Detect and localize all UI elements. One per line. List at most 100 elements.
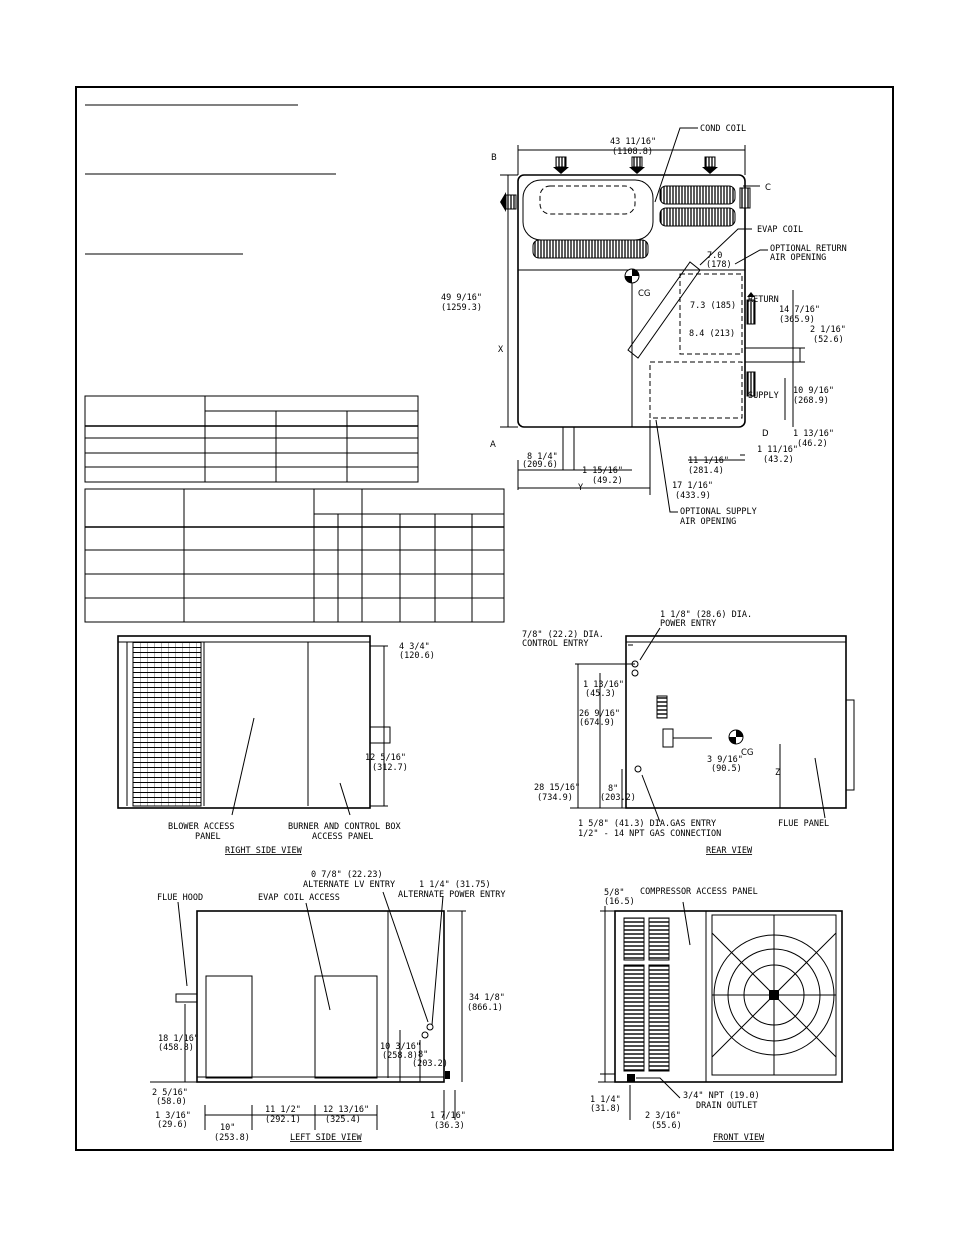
- svg-text:10 9/16": 10 9/16": [793, 386, 834, 396]
- svg-text:49 9/16": 49 9/16": [441, 293, 482, 303]
- svg-text:8.4 (213): 8.4 (213): [689, 329, 735, 339]
- svg-text:8 1/4": 8 1/4": [527, 452, 558, 462]
- front-labels: 5/8" (16.5) COMPRESSOR ACCESS PANEL 1 1/…: [590, 887, 765, 1143]
- left-side-view: [150, 891, 466, 1130]
- svg-text:(43.2): (43.2): [763, 455, 794, 465]
- svg-text:(31.8): (31.8): [590, 1104, 621, 1114]
- rear-labels: 1 1/8" (28.6) DIA. POWER ENTRY 7/8" (22.…: [522, 610, 829, 856]
- svg-text:12 5/16": 12 5/16": [365, 753, 406, 763]
- svg-text:(1108.8): (1108.8): [612, 147, 653, 157]
- svg-text:1 3/16": 1 3/16": [155, 1111, 191, 1121]
- svg-text:OPTIONAL SUPPLY: OPTIONAL SUPPLY: [680, 507, 757, 517]
- svg-text:ACCESS PANEL: ACCESS PANEL: [312, 832, 373, 842]
- svg-text:1 7/16": 1 7/16": [430, 1111, 466, 1121]
- svg-text:(734.9): (734.9): [537, 793, 573, 803]
- svg-text:10 3/16": 10 3/16": [380, 1042, 421, 1052]
- svg-text:AIR OPENING: AIR OPENING: [680, 517, 736, 527]
- svg-text:11 1/16": 11 1/16": [688, 456, 729, 466]
- svg-text:(866.1): (866.1): [467, 1003, 503, 1013]
- svg-text:14 7/16": 14 7/16": [779, 305, 820, 315]
- svg-text:C: C: [765, 183, 771, 193]
- svg-text:0 7/8" (22.23): 0 7/8" (22.23): [311, 870, 383, 880]
- svg-text:(312.7): (312.7): [372, 763, 408, 773]
- svg-text:POWER ENTRY: POWER ENTRY: [660, 619, 716, 629]
- cg-symbol: [624, 268, 640, 284]
- svg-text:17 1/16": 17 1/16": [672, 481, 713, 491]
- svg-text:8": 8": [418, 1050, 428, 1060]
- svg-text:18 1/16": 18 1/16": [158, 1034, 199, 1044]
- svg-text:1 15/16": 1 15/16": [582, 466, 623, 476]
- svg-text:EVAP COIL ACCESS: EVAP COIL ACCESS: [258, 893, 340, 903]
- svg-text:(55.6): (55.6): [651, 1121, 682, 1131]
- svg-text:Z: Z: [775, 768, 780, 778]
- svg-text:1 13/16": 1 13/16": [793, 429, 834, 439]
- svg-text:2 5/16": 2 5/16": [152, 1088, 188, 1098]
- svg-text:1 1/4" (31.75): 1 1/4" (31.75): [419, 880, 491, 890]
- svg-text:(58.0): (58.0): [156, 1097, 187, 1107]
- cg-table: [84, 488, 505, 623]
- svg-text:RETURN: RETURN: [748, 295, 779, 305]
- svg-text:Y: Y: [578, 483, 583, 493]
- svg-text:D: D: [762, 429, 769, 439]
- svg-text:(258.8): (258.8): [382, 1051, 418, 1061]
- svg-text:FLUE PANEL: FLUE PANEL: [778, 819, 829, 829]
- top-view-labels: 43 11/16" (1108.8) COND COIL B C EVAP CO…: [441, 124, 847, 527]
- svg-text:(46.2): (46.2): [797, 439, 828, 449]
- svg-text:(120.6): (120.6): [399, 651, 435, 661]
- svg-text:AIR OPENING: AIR OPENING: [770, 253, 826, 263]
- svg-text:BURNER AND CONTROL BOX: BURNER AND CONTROL BOX: [288, 822, 401, 832]
- svg-text:26 9/16": 26 9/16": [579, 709, 620, 719]
- svg-text:1 1/4": 1 1/4": [590, 1095, 621, 1105]
- svg-text:A: A: [490, 440, 496, 450]
- svg-text:8": 8": [608, 784, 618, 794]
- spec-area: [84, 104, 505, 623]
- svg-text:(268.9): (268.9): [793, 396, 829, 406]
- svg-text:1 13/16": 1 13/16": [583, 680, 624, 690]
- svg-text:(674.9): (674.9): [579, 718, 615, 728]
- drawing-frame: [75, 86, 894, 1151]
- svg-text:1 1/8" (28.6) DIA.: 1 1/8" (28.6) DIA.: [660, 610, 752, 620]
- svg-text:BLOWER ACCESS: BLOWER ACCESS: [168, 822, 235, 832]
- svg-text:(36.3): (36.3): [434, 1121, 465, 1131]
- svg-text:X: X: [498, 345, 504, 355]
- svg-text:RIGHT SIDE VIEW: RIGHT SIDE VIEW: [225, 846, 303, 856]
- weights-table: [84, 395, 419, 483]
- svg-text:(16.5): (16.5): [604, 897, 635, 907]
- svg-text:34 1/8": 34 1/8": [469, 993, 505, 1003]
- svg-text:B: B: [491, 153, 497, 163]
- svg-text:LEFT SIDE VIEW: LEFT SIDE VIEW: [290, 1133, 363, 1143]
- left-side-labels: 0 7/8" (22.23) ALTERNATE LV ENTRY 1 1/4"…: [152, 870, 505, 1143]
- top-view: [500, 127, 805, 513]
- svg-text:43 11/16": 43 11/16": [610, 137, 656, 147]
- svg-text:(203.2): (203.2): [412, 1059, 448, 1069]
- right-side-labels: 4 3/4" (120.6) 12 5/16" (312.7) BLOWER A…: [168, 642, 435, 856]
- rear-view: [570, 627, 855, 823]
- svg-text:4 3/4": 4 3/4": [399, 642, 430, 652]
- svg-text:2 3/16": 2 3/16": [645, 1111, 681, 1121]
- svg-text:1 11/16": 1 11/16": [757, 445, 798, 455]
- svg-text:12 13/16": 12 13/16": [323, 1105, 369, 1115]
- svg-text:(90.5): (90.5): [711, 764, 742, 774]
- svg-text:CONTROL ENTRY: CONTROL ENTRY: [522, 639, 589, 649]
- svg-text:COMPRESSOR ACCESS PANEL: COMPRESSOR ACCESS PANEL: [640, 887, 758, 897]
- svg-text:(178): (178): [706, 260, 732, 270]
- svg-text:(209.6): (209.6): [522, 460, 558, 470]
- svg-text:PANEL: PANEL: [195, 832, 221, 842]
- svg-text:(45.3): (45.3): [585, 689, 616, 699]
- svg-text:(203.2): (203.2): [600, 793, 636, 803]
- front-view: [598, 901, 843, 1120]
- svg-text:SUPPLY: SUPPLY: [748, 391, 779, 401]
- svg-text:7.0: 7.0: [707, 251, 722, 261]
- svg-text:7/8" (22.2) DIA.: 7/8" (22.2) DIA.: [522, 630, 604, 640]
- svg-text:(458.8): (458.8): [158, 1043, 194, 1053]
- svg-text:OPTIONAL RETURN: OPTIONAL RETURN: [770, 244, 847, 254]
- svg-text:7.3 (185): 7.3 (185): [690, 301, 736, 311]
- svg-text:CG: CG: [741, 748, 754, 758]
- svg-text:3 9/16": 3 9/16": [707, 755, 743, 765]
- svg-text:COND COIL: COND COIL: [700, 124, 746, 134]
- right-side-view: [117, 635, 391, 816]
- svg-text:FLUE HOOD: FLUE HOOD: [157, 893, 203, 903]
- svg-text:2 1/16": 2 1/16": [810, 325, 846, 335]
- svg-text:(29.6): (29.6): [157, 1120, 188, 1130]
